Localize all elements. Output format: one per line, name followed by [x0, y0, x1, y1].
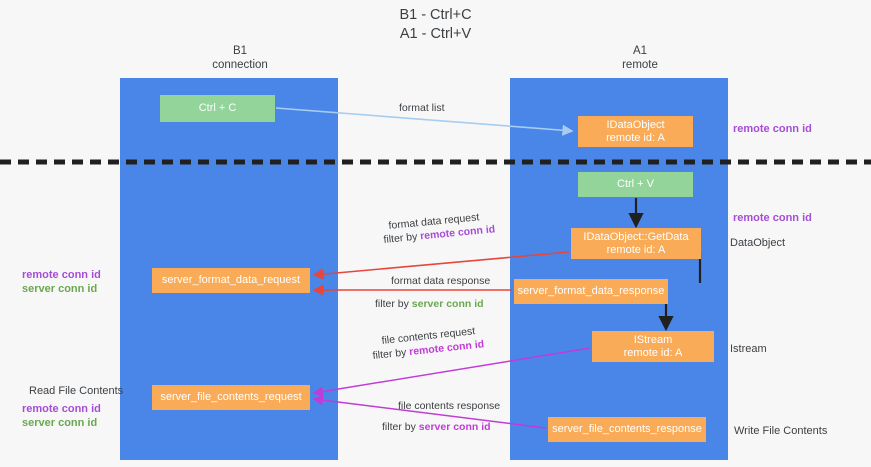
node-idataobject[interactable]: IDataObject remote id: A: [578, 116, 693, 147]
annotation-remote-conn-id-mid: remote conn id: [733, 212, 812, 224]
node-server-format-data-response[interactable]: server_format_data_response: [514, 279, 668, 304]
arrow-file-contents-request: [312, 347, 591, 397]
annotation-left-conn-ids-bottom: remote conn id server conn id: [22, 402, 101, 430]
edge-label-format-list: format list: [399, 102, 445, 114]
annotation-istream: Istream: [730, 343, 767, 355]
node-server-file-contents-response-label: server_file_contents_response: [552, 423, 702, 435]
annotation-read-file-contents: Read File Contents: [29, 385, 124, 397]
column-header-b1: B1 connection: [140, 44, 340, 72]
annotation-dataobject: DataObject: [730, 237, 786, 249]
filter-key: server conn id: [418, 421, 491, 433]
column-header-a1: A1 remote: [540, 44, 740, 72]
node-istream-line2: remote id: A: [623, 346, 683, 359]
arrow-format-data-request: [312, 251, 570, 280]
page-title: B1 - Ctrl+C A1 - Ctrl+V: [0, 6, 871, 44]
annotation-left-server-conn-id-mid: server conn id: [22, 283, 98, 295]
node-istream-line1: IStream: [633, 333, 673, 346]
node-server-file-contents-response[interactable]: server_file_contents_response: [548, 417, 706, 442]
filter-prefix: filter by: [372, 346, 410, 362]
node-ctrl-v[interactable]: Ctrl + V: [578, 172, 693, 197]
node-server-format-data-response-label: server_format_data_response: [517, 285, 665, 297]
column-header-b1-sub: connection: [212, 59, 268, 71]
node-ctrl-c-label: Ctrl + C: [198, 102, 237, 114]
node-istream[interactable]: IStream remote id: A: [592, 331, 714, 362]
node-server-format-data-request-label: server_format_data_request: [161, 274, 301, 286]
node-ctrl-c[interactable]: Ctrl + C: [160, 95, 275, 122]
node-idataobject-line1: IDataObject: [606, 118, 665, 131]
filter-prefix: filter by: [383, 230, 421, 246]
node-getdata-line1: IDataObject::GetData: [583, 230, 689, 243]
arrow-format-list: [275, 107, 574, 136]
node-server-file-contents-request-label: server_file_contents_request: [160, 391, 302, 403]
edge-label-file-contents-response: file contents response: [398, 400, 501, 412]
filter-key: server conn id: [411, 298, 484, 310]
arrow-file-contents-response: [312, 394, 547, 429]
annotation-left-remote-conn-id-bot: remote conn id: [22, 403, 101, 415]
title-line-2: A1 - Ctrl+V: [399, 26, 472, 42]
node-server-file-contents-request[interactable]: server_file_contents_request: [152, 385, 310, 410]
title-line-1: B1 - Ctrl+C: [399, 7, 472, 23]
annotation-left-server-conn-id-bot: server conn id: [22, 417, 98, 429]
annotation-remote-conn-id-top: remote conn id: [733, 123, 812, 135]
filter-prefix: filter by: [375, 298, 412, 310]
column-header-a1-name: A1: [632, 45, 648, 57]
annotation-left-remote-conn-id-mid: remote conn id: [22, 269, 101, 281]
annotation-write-file-contents: Write File Contents: [734, 425, 828, 437]
node-server-format-data-request[interactable]: server_format_data_request: [152, 268, 310, 293]
column-header-a1-sub: remote: [622, 59, 658, 71]
node-idataobject-getdata[interactable]: IDataObject::GetData remote id: A: [571, 228, 701, 259]
edge-label-format-data-response-filter: filter by server conn id: [375, 298, 484, 311]
edge-label-format-data-response: format data response: [391, 275, 491, 287]
edge-label-file-contents-response-filter: filter by server conn id: [382, 421, 491, 434]
column-header-b1-name: B1: [232, 45, 248, 57]
filter-prefix: filter by: [382, 421, 419, 433]
node-ctrl-v-label: Ctrl + V: [617, 178, 654, 190]
annotation-left-conn-ids-mid: remote conn id server conn id: [22, 268, 101, 296]
node-getdata-line2: remote id: A: [606, 243, 666, 256]
node-idataobject-line2: remote id: A: [606, 131, 665, 144]
